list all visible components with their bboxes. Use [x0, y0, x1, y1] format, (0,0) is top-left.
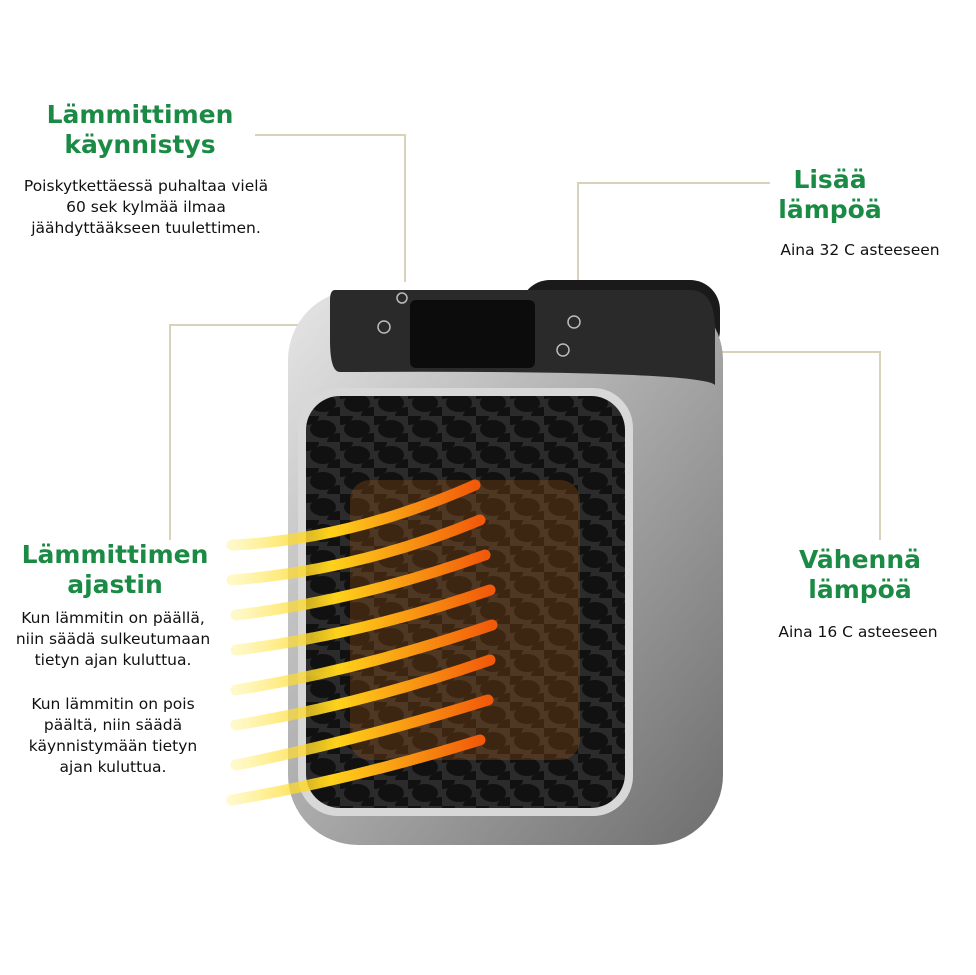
- timer-text-off: Kun lämmitin on pois päältä, niin säädä …: [0, 694, 226, 778]
- text-line: päältä, niin säädä: [43, 716, 183, 734]
- text-line: Poiskytkettäessä puhaltaa vielä: [23, 177, 269, 195]
- text-line: käynnistymään tietyn: [28, 737, 198, 755]
- text-line: jäähdyttääkseen tuulettimen.: [31, 219, 261, 237]
- text-line: Kun lämmitin on pois: [31, 695, 195, 713]
- increase-text: Aina 32 C asteeseen: [780, 241, 940, 259]
- text-line: 60 sek kylmää ilmaa: [66, 198, 226, 216]
- decrease-text: Aina 16 C asteeseen: [778, 623, 938, 641]
- start-text: Poiskytkettäessä puhaltaa vielä 60 sek k…: [0, 176, 292, 239]
- timer-title: Lämmittimen ajastin: [15, 540, 215, 600]
- text-line: tietyn ajan kuluttua.: [34, 651, 192, 669]
- start-title: Lämmittimen käynnistys: [40, 100, 240, 160]
- plus-button-icon: [567, 315, 581, 329]
- minus-button-icon: [556, 343, 570, 357]
- text-line: Kun lämmitin on päällä,: [21, 609, 205, 627]
- start-title-line2: käynnistys: [64, 130, 216, 159]
- power-button-icon: [396, 292, 408, 304]
- timer-title-line2: ajastin: [67, 570, 163, 599]
- increase-title: Lisää lämpöä: [770, 165, 890, 225]
- start-title-line1: Lämmittimen: [46, 100, 234, 129]
- increase-title-line2: lämpöä: [778, 195, 882, 224]
- timer-button-icon: [377, 320, 391, 334]
- timer-title-line1: Lämmittimen: [21, 540, 209, 569]
- increase-title-line1: Lisää: [793, 165, 867, 194]
- text-line: niin säädä sulkeutumaan: [15, 630, 211, 648]
- decrease-title-line1: Vähennä: [798, 545, 922, 574]
- decrease-title: Vähennä lämpöä: [770, 545, 950, 605]
- text-line: ajan kuluttua.: [59, 758, 167, 776]
- heat-flow: [226, 479, 498, 806]
- timer-text-on: Kun lämmitin on päällä, niin säädä sulke…: [0, 608, 226, 671]
- display: [410, 300, 535, 368]
- decrease-title-line2: lämpöä: [808, 575, 912, 604]
